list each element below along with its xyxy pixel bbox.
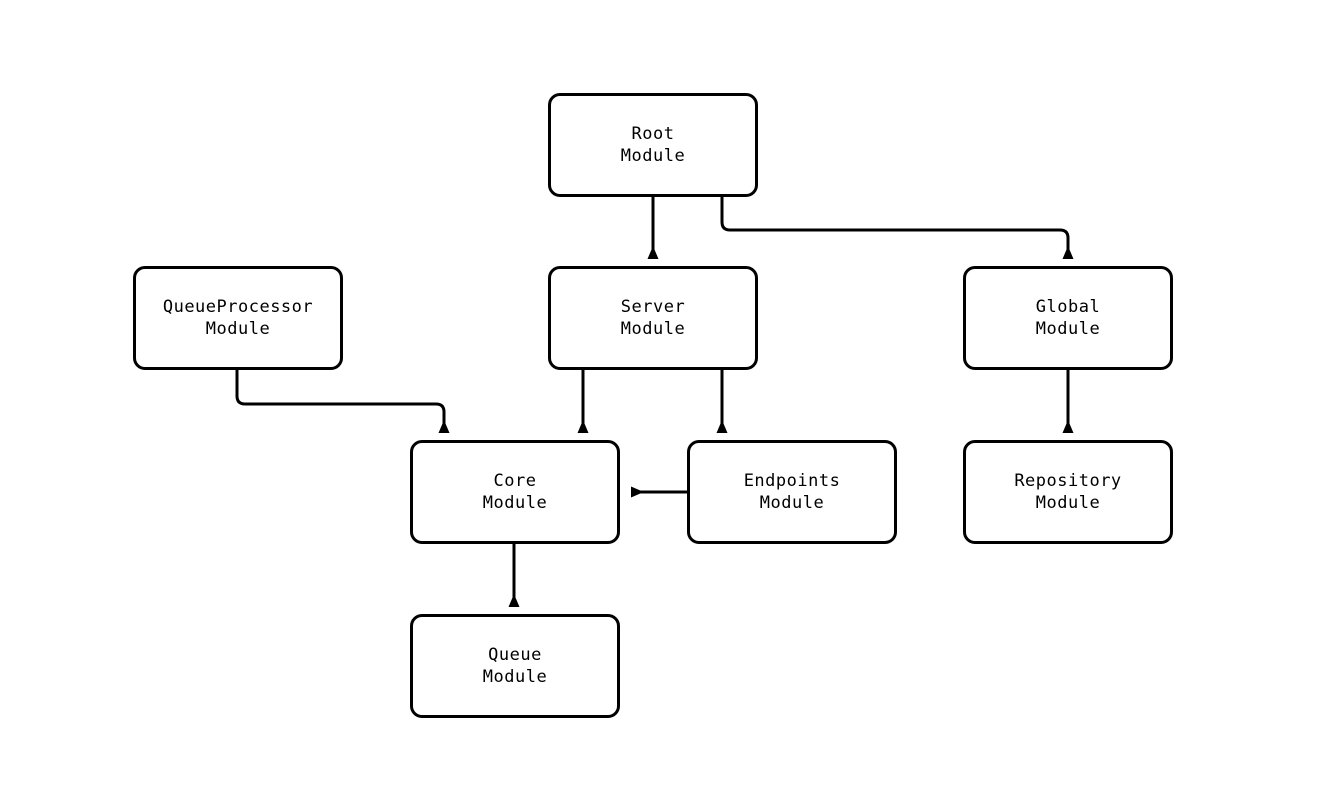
node-global-module-line2: Module: [1035, 319, 1101, 339]
node-global-module[interactable]: Global Module: [963, 266, 1173, 370]
node-core-module-line1: Core: [493, 471, 537, 491]
edge-queueprocessor-to-core: [235, 370, 450, 433]
node-queueprocessor-module-line2: Module: [205, 319, 271, 339]
node-endpoints-module-line2: Module: [759, 493, 825, 513]
node-core-module[interactable]: Core Module: [410, 440, 620, 544]
node-root-module-line2: Module: [620, 146, 686, 166]
node-server-module[interactable]: Server Module: [548, 266, 758, 370]
node-repository-module[interactable]: Repository Module: [963, 440, 1173, 544]
node-queue-module-line1: Queue: [488, 645, 542, 665]
node-queue-module-line2: Module: [482, 667, 548, 687]
node-server-module-line2: Module: [620, 319, 686, 339]
node-root-module[interactable]: Root Module: [548, 93, 758, 197]
node-server-module-line1: Server: [620, 297, 686, 317]
node-endpoints-module[interactable]: Endpoints Module: [687, 440, 897, 544]
node-core-module-line2: Module: [482, 493, 548, 513]
node-repository-module-line2: Module: [1035, 493, 1101, 513]
node-queueprocessor-module-line1: QueueProcessor: [162, 297, 314, 317]
node-queueprocessor-module[interactable]: QueueProcessor Module: [133, 266, 343, 370]
node-endpoints-module-line1: Endpoints: [743, 471, 841, 491]
node-global-module-line1: Global: [1035, 297, 1101, 317]
node-repository-module-line1: Repository: [1014, 471, 1122, 491]
node-root-module-line1: Root: [631, 124, 675, 144]
node-queue-module[interactable]: Queue Module: [410, 614, 620, 718]
edge-root-to-global: [720, 197, 1074, 259]
